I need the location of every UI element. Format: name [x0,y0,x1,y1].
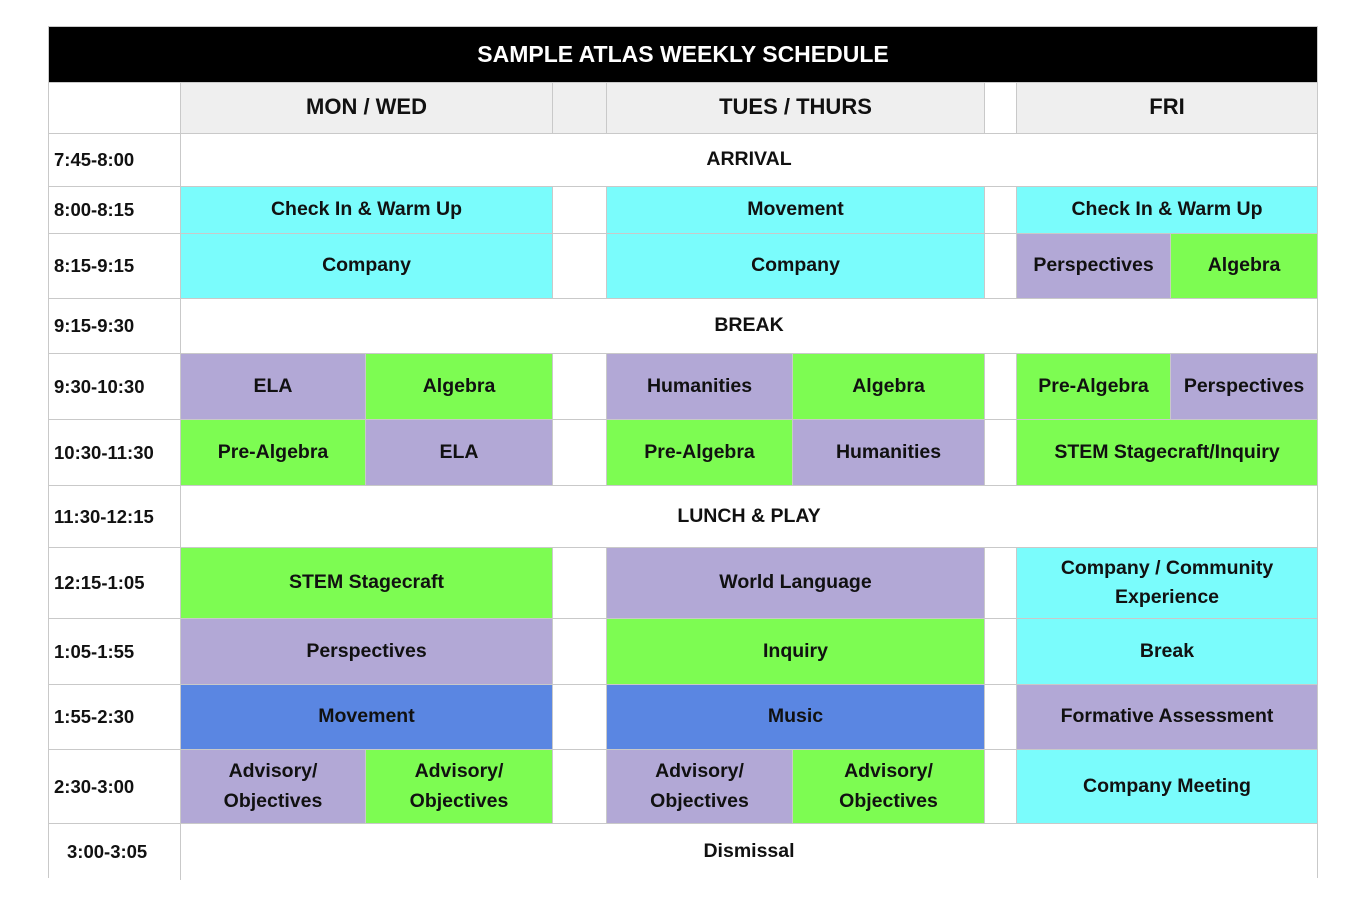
header-spacer [985,83,1017,134]
spacer-cell [553,354,607,420]
spacer-cell [553,619,607,685]
class-cell: STEM Stagecraft [181,548,553,619]
class-cell: Movement [181,685,553,750]
class-cell: Formative Assessment [1017,685,1317,750]
spacer-cell [985,750,1017,824]
spacer-cell [553,750,607,824]
time-label: 2:30-3:00 [49,750,181,824]
spacer-cell [553,187,607,234]
header-tues-thurs: TUES / THURS [607,83,985,134]
time-label: 8:15-9:15 [49,234,181,299]
time-label: 7:45-8:00 [49,134,181,187]
class-cell: Company [181,234,553,299]
spacer-cell [553,548,607,619]
class-cell: Company [607,234,985,299]
time-label: 8:00-8:15 [49,187,181,234]
class-cell: ELA [181,354,366,420]
class-cell: Pre-Algebra [1017,354,1171,420]
class-cell: Perspectives [181,619,553,685]
class-cell: Check In & Warm Up [1017,187,1317,234]
class-cell: Humanities [793,420,985,486]
spacer-cell [553,420,607,486]
time-label: 10:30-11:30 [49,420,181,486]
class-cell: Humanities [607,354,793,420]
class-cell: Pre-Algebra [607,420,793,486]
class-cell: Music [607,685,985,750]
class-cell: Company Meeting [1017,750,1317,824]
class-cell: Advisory/ Objectives [366,750,553,824]
time-label: 11:30-12:15 [49,486,181,548]
spacer-cell [985,354,1017,420]
class-cell: Advisory/ Objectives [181,750,366,824]
dismissal-cell: Dismissal [181,824,1317,880]
class-cell: World Language [607,548,985,619]
class-cell: Perspectives [1017,234,1171,299]
header-spacer [553,83,607,134]
arrival-cell: ARRIVAL [181,134,1317,187]
class-cell: Algebra [1171,234,1317,299]
header-fri: FRI [1017,83,1317,134]
spacer-cell [985,619,1017,685]
class-cell: Perspectives [1171,354,1317,420]
time-label: 1:05-1:55 [49,619,181,685]
class-cell: Advisory/ Objectives [607,750,793,824]
header-mon-wed: MON / WED [181,83,553,134]
time-label: 1:55-2:30 [49,685,181,750]
class-cell: Company / Community Experience [1017,548,1317,619]
spacer-cell [985,420,1017,486]
class-cell: Movement [607,187,985,234]
break-cell: BREAK [181,299,1317,354]
spacer-cell [985,187,1017,234]
spacer-cell [985,234,1017,299]
spacer-cell [553,234,607,299]
time-label: 9:30-10:30 [49,354,181,420]
class-cell: Break [1017,619,1317,685]
time-label: 12:15-1:05 [49,548,181,619]
class-cell: Pre-Algebra [181,420,366,486]
class-cell: Advisory/ Objectives [793,750,985,824]
spacer-cell [985,548,1017,619]
time-label: 3:00-3:05 [49,824,181,880]
class-cell: ELA [366,420,553,486]
class-cell: Algebra [793,354,985,420]
schedule-title: SAMPLE ATLAS WEEKLY SCHEDULE [49,27,1317,83]
time-label: 9:15-9:30 [49,299,181,354]
schedule-table: SAMPLE ATLAS WEEKLY SCHEDULE MON / WED T… [48,26,1318,880]
class-cell: STEM Stagecraft/Inquiry [1017,420,1317,486]
class-cell: Algebra [366,354,553,420]
header-blank [49,83,181,134]
class-cell: Inquiry [607,619,985,685]
class-cell: Check In & Warm Up [181,187,553,234]
lunch-cell: LUNCH & PLAY [181,486,1317,548]
spacer-cell [985,685,1017,750]
spacer-cell [553,685,607,750]
